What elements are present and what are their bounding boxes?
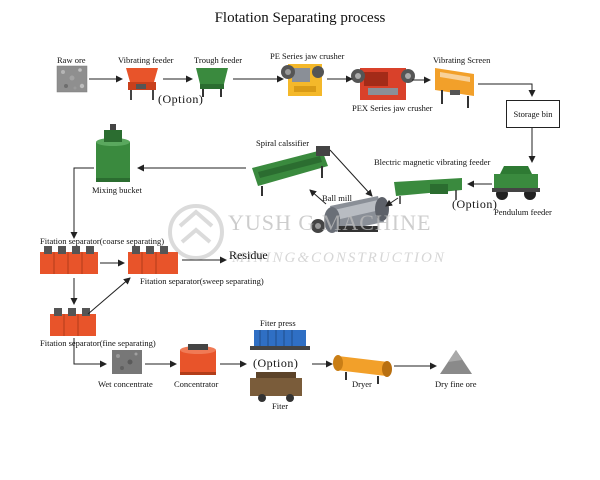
pex-crusher-label: PEX Series jaw crusher [352,103,433,113]
concentrator-label: Concentrator [174,379,219,389]
wet-concentrate-image [112,350,142,374]
dryer-label: Dryer [352,379,372,389]
concentrator-image [180,344,216,375]
page-title: Flotation Separating process [214,10,386,26]
filter-press-image [250,330,310,350]
filter-press-label: Fiter press [260,318,296,328]
storage-bin-box: Storage bin [506,100,560,128]
pe-crusher-label: PE Series jaw crusher [270,51,345,61]
trough-feeder-label: Trough feeder [194,55,243,65]
pex-jaw-crusher-image [351,68,415,100]
storage-bin-label: Storage bin [513,109,553,119]
vibrating-feeder-image [126,68,158,100]
vibrating-screen-label: Vibrating Screen [433,55,491,65]
pendulum-feeder-label: Pendulum feeder [494,207,552,217]
em-feeder-label: Blectric magnetic vibrating feeder [374,157,491,167]
mixing-bucket-label: Mixing bucket [92,185,142,195]
pendulum-feeder-image [492,166,540,200]
ball-mill-image [311,196,389,233]
spiral-classifier-label: Spiral calssifier [256,138,310,148]
spiral-classifier-image [252,146,330,196]
em-vibrating-feeder-image [394,178,462,204]
ball-mill-label: Ball mill [322,193,352,203]
raw-ore-label: Raw ore [57,55,86,65]
coarse-separator-label: Fitation separator(coarse separating) [40,236,165,246]
filter-image [250,372,302,402]
watermark-logo [168,204,224,260]
watermark-line2: MINING&CONSTRUCTION [232,250,446,266]
filter-label: Fiter [272,401,289,411]
residue-label: Residue [229,248,268,262]
fine-separator-label: Fitation separator(fine separating) [40,338,156,348]
wet-concentrate-label: Wet concentrate [98,379,153,389]
dry-fine-ore-image [440,350,472,374]
vibrating-feeder-label: Vibrating feeder [118,55,174,65]
sweep-flotation-separator-image [128,246,178,274]
option-label-2: (Option) [452,197,498,211]
coarse-flotation-separator-image [40,246,98,274]
vibrating-screen-image [435,68,474,108]
dryer-image [333,355,392,384]
fine-flotation-separator-image [50,308,96,336]
option-label-3: (Option) [253,356,299,370]
sweep-separator-label: Fitation separator(sweep separating) [140,276,264,286]
trough-feeder-image [196,68,228,97]
dry-fine-ore-label: Dry fine ore [435,379,477,389]
flow-arrows [70,75,536,370]
option-label-1: (Option) [158,92,204,106]
mixing-bucket-image [96,124,130,182]
raw-ore-image [56,65,88,93]
pe-jaw-crusher-image [281,64,324,96]
watermark-line1: YUSH G MACHINE [228,210,432,235]
